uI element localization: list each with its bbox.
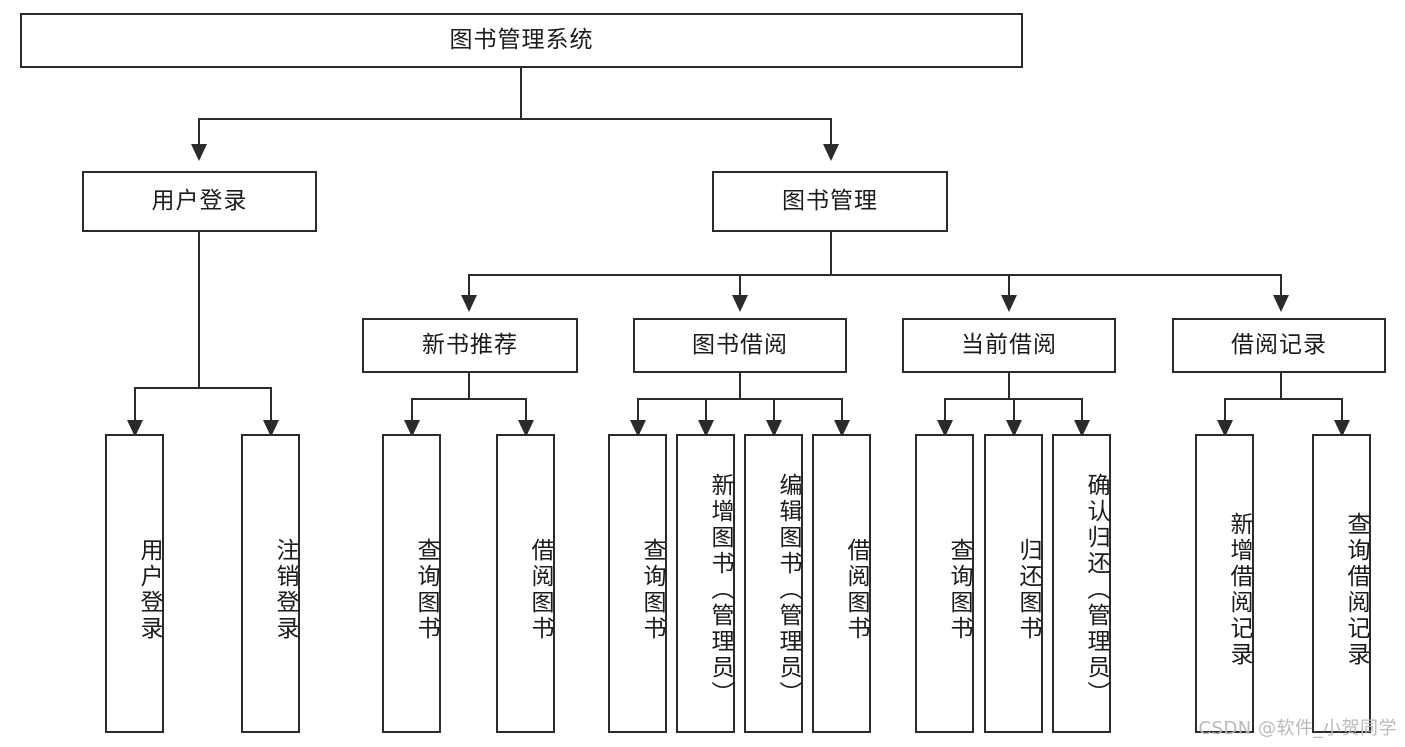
node-label: 查询图书 — [639, 537, 665, 642]
edge-bb-3 — [773, 398, 775, 423]
arrowhead-leaf-borrow-book-2 — [834, 420, 850, 437]
arrowhead-book-management — [823, 144, 839, 161]
node-label: 图书管理系统 — [449, 26, 594, 53]
edge-cb-1 — [944, 398, 946, 423]
node-label: 新书推荐 — [422, 331, 518, 358]
edge-current-borrow-bus — [944, 398, 1081, 400]
arrowhead-leaf-user-logout — [263, 420, 279, 437]
node-book-borrow[interactable]: 图书借阅 — [633, 318, 847, 373]
edge-root-bus — [198, 118, 832, 120]
leaf-borrow-book-2[interactable]: 借阅图书 — [812, 434, 871, 733]
arrowhead-leaf-edit-book — [766, 420, 782, 437]
edge-bus-to-user-login — [198, 118, 200, 146]
edge-br-right — [1341, 398, 1343, 423]
leaf-return-book[interactable]: 归还图书 — [984, 434, 1043, 733]
leaf-edit-book[interactable]: 编辑图书（管理员） — [744, 434, 803, 733]
arrowhead-current-borrow — [1001, 295, 1017, 312]
edge-user-login-left — [134, 387, 136, 423]
leaf-query-book-1[interactable]: 查询图书 — [382, 434, 441, 733]
leaf-confirm-return[interactable]: 确认归还（管理员） — [1052, 434, 1111, 733]
edge-bb-2 — [705, 398, 707, 423]
edge-book-management-down — [830, 232, 832, 274]
edge-nb-left — [411, 398, 413, 423]
edge-user-login-right — [270, 387, 272, 423]
leaf-borrow-book-1[interactable]: 借阅图书 — [496, 434, 555, 733]
edge-bb-1 — [637, 398, 639, 423]
node-label: 借阅记录 — [1231, 331, 1327, 358]
leaf-add-book[interactable]: 新增图书（管理员） — [676, 434, 735, 733]
node-label: 归还图书 — [1015, 537, 1041, 642]
node-current-borrow[interactable]: 当前借阅 — [902, 318, 1116, 373]
edge-bm-to-current-borrow — [1008, 274, 1010, 297]
node-label: 查询图书 — [946, 537, 972, 642]
edge-bm-to-book-borrow — [739, 274, 741, 297]
leaf-user-login[interactable]: 用户登录 — [105, 434, 164, 733]
edge-cb-3 — [1081, 398, 1083, 423]
leaf-query-record[interactable]: 查询借阅记录 — [1312, 434, 1371, 733]
edge-borrow-record-bus — [1224, 398, 1341, 400]
node-label: 借阅图书 — [527, 537, 553, 642]
node-label: 借阅图书 — [843, 537, 869, 642]
edge-bb-4 — [841, 398, 843, 423]
edge-new-book-bus — [411, 398, 525, 400]
arrowhead-leaf-borrow-book-1 — [518, 420, 534, 437]
arrowhead-leaf-confirm-return — [1074, 420, 1090, 437]
arrowhead-user-login — [191, 144, 207, 161]
node-label: 当前借阅 — [961, 331, 1057, 358]
node-label: 编辑图书（管理员） — [775, 472, 801, 707]
arrowhead-leaf-add-book — [698, 420, 714, 437]
leaf-query-book-3[interactable]: 查询图书 — [915, 434, 974, 733]
arrowhead-leaf-query-book-3 — [937, 420, 953, 437]
edge-root-down — [520, 68, 522, 118]
node-root-book-management-system[interactable]: 图书管理系统 — [20, 13, 1023, 68]
edge-book-borrow-down — [739, 373, 741, 398]
arrowhead-new-book-recommend — [461, 295, 477, 312]
edge-bm-to-borrow-record — [1280, 274, 1282, 297]
edge-borrow-record-down — [1280, 373, 1282, 398]
node-label: 查询图书 — [413, 537, 439, 642]
node-label: 图书借阅 — [692, 331, 788, 358]
edge-bus-to-book-management — [830, 118, 832, 146]
node-user-login[interactable]: 用户登录 — [82, 171, 317, 232]
node-new-book-recommend[interactable]: 新书推荐 — [362, 318, 578, 373]
node-book-management[interactable]: 图书管理 — [712, 171, 948, 232]
edge-user-login-down — [198, 232, 200, 387]
arrowhead-leaf-query-book-2 — [630, 420, 646, 437]
edge-bm-to-new-book — [468, 274, 470, 297]
edge-br-left — [1224, 398, 1226, 423]
arrowhead-leaf-query-book-1 — [404, 420, 420, 437]
node-label: 用户登录 — [151, 187, 248, 214]
edge-book-management-bus — [468, 274, 1280, 276]
arrowhead-leaf-add-record — [1217, 420, 1233, 437]
edge-cb-2 — [1013, 398, 1015, 423]
arrowhead-leaf-return-book — [1006, 420, 1022, 437]
node-borrow-record[interactable]: 借阅记录 — [1172, 318, 1386, 373]
node-label: 新增图书（管理员） — [707, 472, 733, 707]
node-label: 用户登录 — [136, 537, 162, 642]
node-label: 确认归还（管理员） — [1083, 472, 1109, 707]
edge-current-borrow-down — [1008, 373, 1010, 398]
leaf-user-logout[interactable]: 注销登录 — [241, 434, 300, 733]
arrowhead-leaf-user-login — [127, 420, 143, 437]
arrowhead-book-borrow — [732, 295, 748, 312]
node-label: 查询借阅记录 — [1343, 511, 1369, 668]
leaf-query-book-2[interactable]: 查询图书 — [608, 434, 667, 733]
edge-user-login-bus — [134, 387, 270, 389]
arrowhead-borrow-record — [1273, 295, 1289, 312]
leaf-add-record[interactable]: 新增借阅记录 — [1195, 434, 1254, 733]
node-label: 图书管理 — [782, 187, 878, 214]
edge-nb-right — [525, 398, 527, 423]
edge-book-borrow-bus — [637, 398, 842, 400]
node-label: 新增借阅记录 — [1226, 511, 1252, 668]
edge-new-book-down — [468, 373, 470, 398]
watermark: CSDN @软件_小贺同学 — [1198, 718, 1397, 739]
node-label: 注销登录 — [272, 537, 298, 642]
arrowhead-leaf-query-record — [1334, 420, 1350, 437]
